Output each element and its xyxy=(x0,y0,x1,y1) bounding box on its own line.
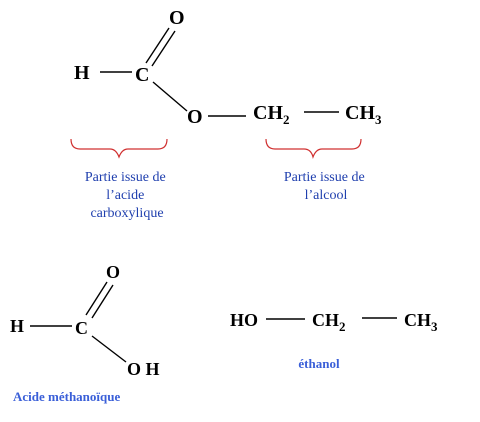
acid-atom-h: H xyxy=(10,316,24,336)
double-bond-c-o-a xyxy=(145,27,170,64)
alcohol-part-note: Partie issue de l’alcool xyxy=(284,170,368,203)
ester-atom-h: H xyxy=(74,62,90,84)
ester-atom-o-single: O xyxy=(187,106,203,128)
alcohol-ch2-index: 2 xyxy=(339,319,346,334)
alcohol-group-ch3: CH3 xyxy=(404,310,438,334)
ester-ch3-symbol: CH xyxy=(345,102,375,124)
acid-part-line-1: Partie issue de xyxy=(85,170,166,185)
acid-part-note: Partie issue de l’acide carboxylique xyxy=(85,170,169,221)
ester-group-ch2: CH2 xyxy=(253,102,290,127)
ester-ch3-index: 3 xyxy=(375,112,382,127)
ester-atom-c: C xyxy=(135,64,149,86)
bond-c-o xyxy=(152,81,188,112)
alcohol-part-brace xyxy=(265,138,362,160)
double-bond-c-o-b xyxy=(151,30,176,67)
ester-structure: H C O O CH2 CH3 xyxy=(74,7,382,128)
acid-caption: Acide méthanoïque xyxy=(13,389,120,404)
alcohol-group-ch2: CH2 xyxy=(312,310,346,334)
alcohol-ch2-symbol: CH xyxy=(312,310,339,330)
alcohol-ch3-index: 3 xyxy=(431,319,438,334)
alcohol-part-line-1: Partie issue de xyxy=(284,170,365,185)
ester-group-ch3: CH3 xyxy=(345,102,382,127)
ester-ch2-index: 2 xyxy=(283,112,290,127)
acid-part-brace xyxy=(70,138,168,159)
acid-atom-o-double: O xyxy=(106,262,120,282)
acid-part-line-3: carboxylique xyxy=(90,206,163,221)
acid-group-oh: O H xyxy=(127,359,160,379)
ester-ch2-symbol: CH xyxy=(253,102,283,124)
acid-double-bond-b xyxy=(91,284,114,319)
alcohol-structure: HO CH2 CH3 xyxy=(230,310,438,334)
acid-part-line-2: l’acide xyxy=(106,188,144,203)
acid-bond-c-oh xyxy=(91,335,127,363)
ester-atom-o-double: O xyxy=(169,7,185,29)
alcohol-caption: éthanol xyxy=(298,356,340,371)
alcohol-ch3-symbol: CH xyxy=(404,310,431,330)
acid-double-bond-a xyxy=(85,281,108,316)
acid-atom-c: C xyxy=(75,318,88,338)
acid-structure: H C O O H xyxy=(10,262,160,379)
alcohol-group-ho: HO xyxy=(230,310,258,330)
alcohol-part-line-2: l’alcool xyxy=(305,188,348,203)
